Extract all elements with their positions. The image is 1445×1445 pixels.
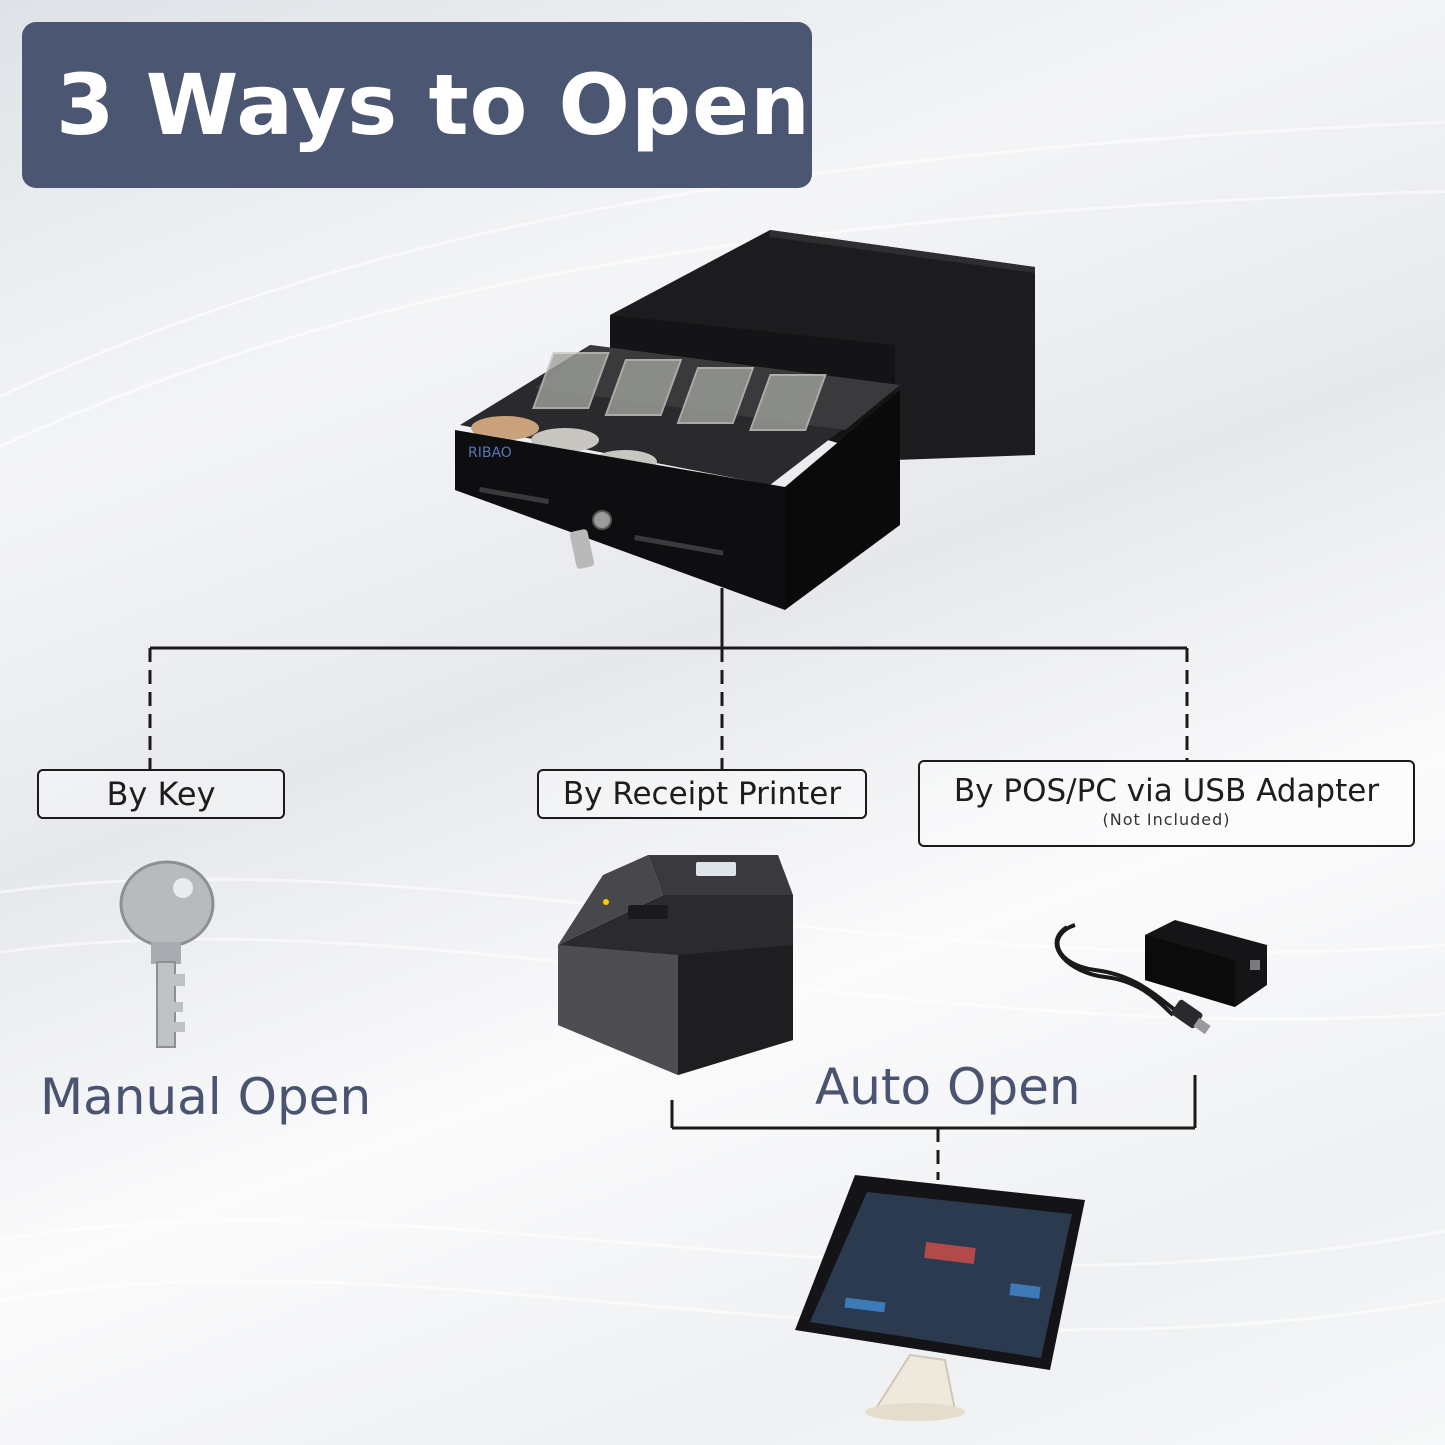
title-banner: 3 Ways to Open <box>22 22 812 188</box>
option-by-pos-usb: By POS/PC via USB Adapter (Not Included) <box>918 760 1415 847</box>
option-by-pos-label: By POS/PC via USB Adapter <box>953 773 1380 809</box>
receipt-printer-image <box>558 855 793 1075</box>
drawer-brand-text: RIBAO <box>468 445 512 461</box>
key-icon <box>119 860 215 1048</box>
option-by-key-label: By Key <box>106 775 216 813</box>
usb-adapter-image <box>1054 920 1267 1035</box>
option-by-pos-note: (Not Included) <box>1102 810 1231 829</box>
option-by-receipt-printer: By Receipt Printer <box>537 769 867 819</box>
cash-drawer-image: RIBAO <box>455 230 1035 610</box>
page-title: 3 Ways to Open <box>56 56 811 154</box>
option-by-printer-label: By Receipt Printer <box>562 776 842 812</box>
manual-open-label: Manual Open <box>40 1068 372 1126</box>
auto-open-label: Auto Open <box>815 1058 1081 1116</box>
option-by-key: By Key <box>37 769 285 819</box>
pos-tablet-image <box>795 1175 1085 1421</box>
